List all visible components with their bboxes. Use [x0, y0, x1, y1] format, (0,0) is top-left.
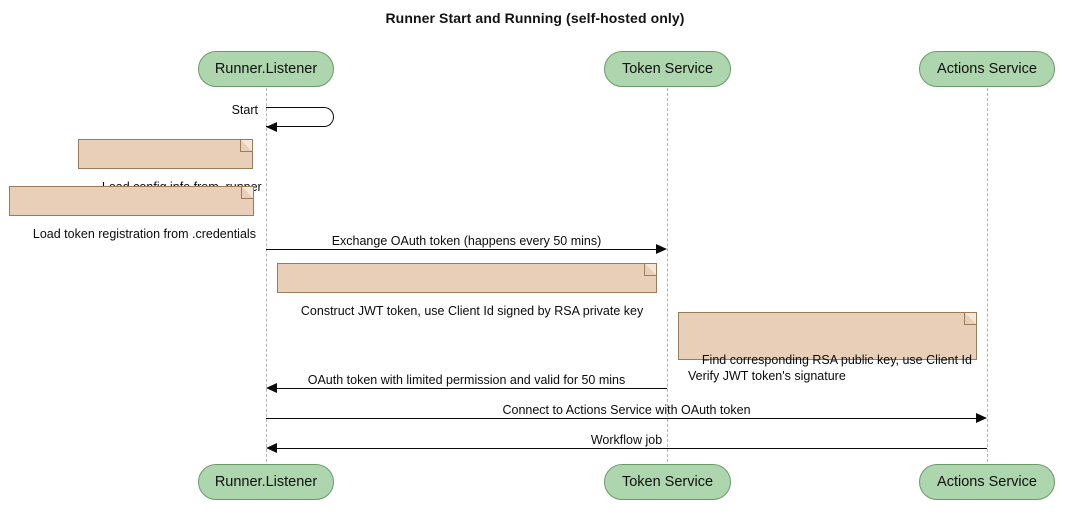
message-exchange-oauth-token-label: Exchange OAuth token (happens every 50 m…: [331, 234, 602, 248]
participant-token-service-bottom[interactable]: Token Service: [604, 464, 731, 500]
message-connect-actions-arrowhead: [976, 412, 987, 423]
message-exchange-oauth-token-line: [266, 249, 656, 250]
note-fold-corner-icon: [644, 264, 656, 276]
participant-label: Runner.Listener: [214, 61, 318, 77]
participant-label: Token Service: [621, 61, 714, 77]
message-start-arrowhead: [266, 121, 277, 132]
note-fold-corner-icon: [964, 313, 976, 325]
lifeline-runner: [266, 88, 267, 462]
message-oauth-token-return-label: OAuth token with limited permission and …: [307, 373, 626, 387]
participant-label: Runner.Listener: [214, 474, 318, 490]
lifeline-actions: [987, 88, 988, 462]
message-workflow-job-arrowhead: [266, 442, 277, 453]
note-text: Find corresponding RSA public key, use C…: [688, 353, 972, 383]
participant-label: Token Service: [621, 474, 714, 490]
message-connect-actions-line: [266, 418, 976, 419]
note-verify-jwt-signature: Find corresponding RSA public key, use C…: [678, 312, 977, 383]
participant-label: Actions Service: [937, 61, 1037, 77]
note-fold-corner-icon: [241, 187, 253, 199]
note-text: Load token registration from .credential…: [32, 227, 256, 241]
participant-token-service-top[interactable]: Token Service: [604, 51, 731, 87]
note-construct-jwt-token: Construct JWT token, use Client Id signe…: [277, 263, 657, 318]
participant-runner-listener-top[interactable]: Runner.Listener: [198, 51, 334, 87]
note-load-config-info: Load config info from .runner: [78, 139, 262, 194]
lifeline-token: [667, 88, 668, 462]
participant-runner-listener-bottom[interactable]: Runner.Listener: [198, 464, 334, 500]
message-oauth-token-return-line: [277, 388, 667, 389]
note-load-token-registration: Load token registration from .credential…: [9, 186, 256, 241]
note-fold-corner-icon: [240, 140, 252, 152]
participant-label: Actions Service: [937, 474, 1037, 490]
participant-actions-service-bottom[interactable]: Actions Service: [919, 464, 1055, 500]
note-text: Construct JWT token, use Client Id signe…: [300, 304, 644, 318]
participant-actions-service-top[interactable]: Actions Service: [919, 51, 1055, 87]
message-start-label: Start: [231, 103, 258, 117]
message-workflow-job-label: Workflow job: [590, 433, 663, 447]
message-workflow-job-line: [277, 448, 987, 449]
message-start-self-loop: [266, 107, 334, 127]
message-connect-actions-label: Connect to Actions Service with OAuth to…: [502, 403, 751, 417]
page-title: Runner Start and Running (self-hosted on…: [385, 10, 685, 26]
message-exchange-oauth-token-arrowhead: [656, 243, 667, 254]
message-oauth-token-return-arrowhead: [266, 382, 277, 393]
